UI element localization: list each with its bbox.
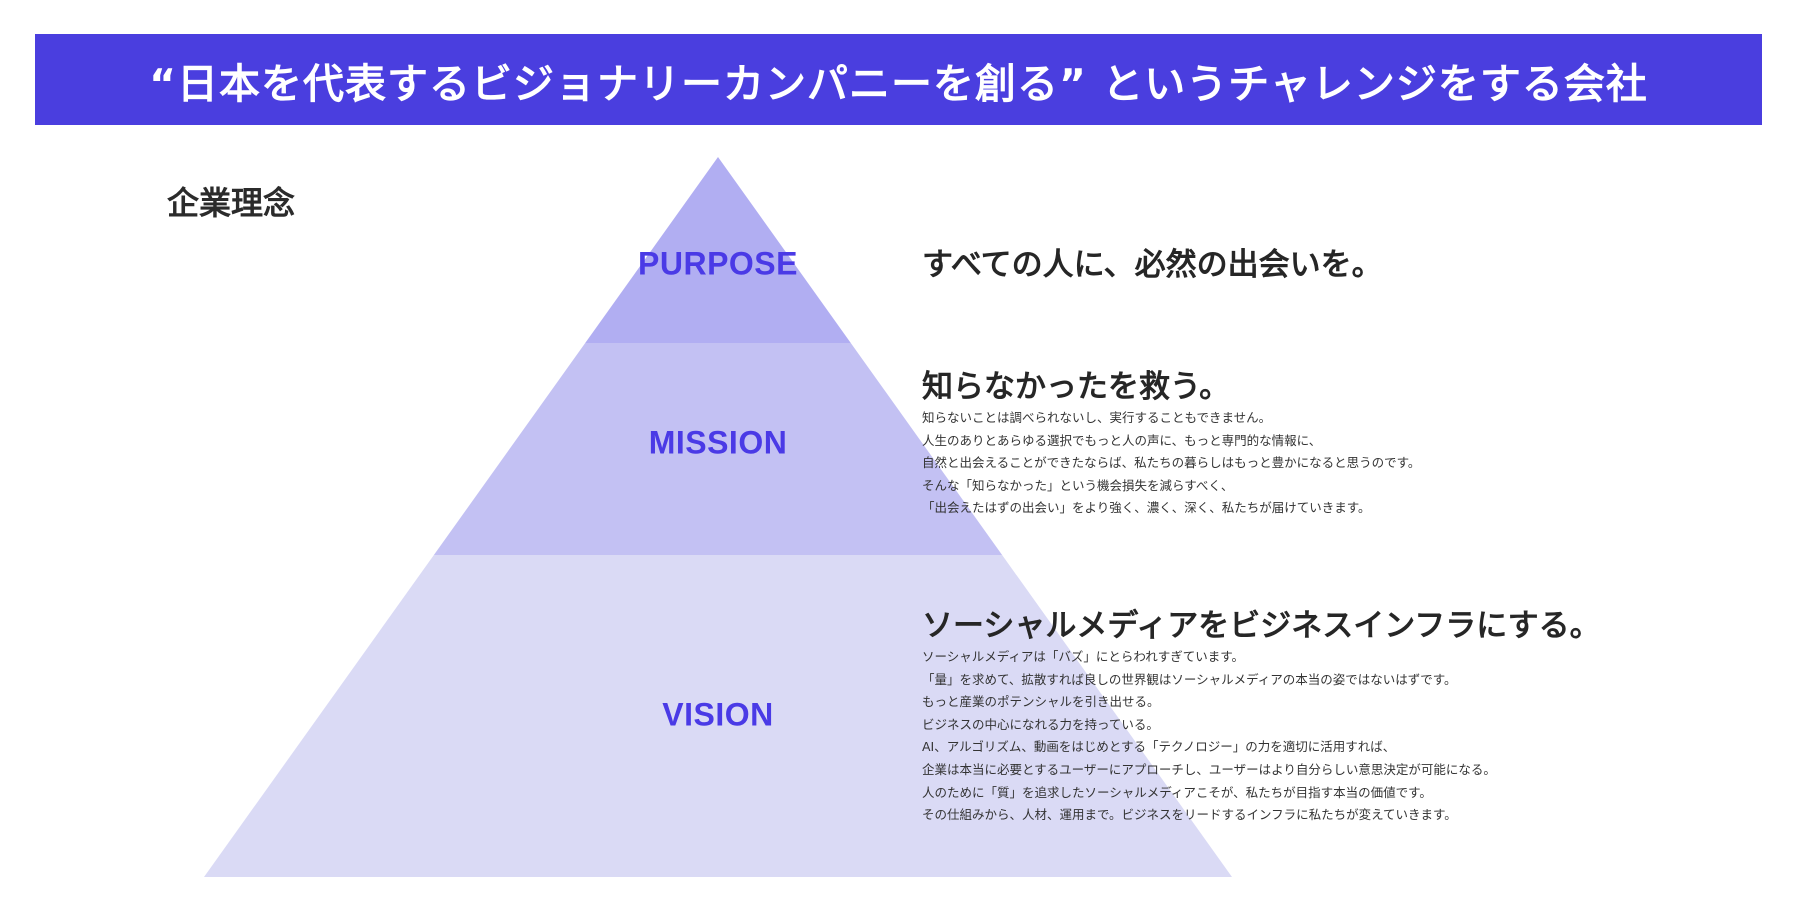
vision-body-line: ビジネスの中心になれる力を持っている。	[922, 716, 1159, 732]
vision-headline: ソーシャルメディアをビジネスインフラにする。	[922, 608, 1601, 644]
section-title: 企業理念	[167, 184, 296, 222]
tier-label-vision: VISION	[662, 696, 774, 733]
pyramid-tier-vision	[204, 555, 1232, 877]
vision-body-line: 企業は本当に必要とするユーザーにアプローチし、ユーザーはより自分らしい意思決定が…	[922, 761, 1496, 777]
vision-body-line: AI、アルゴリズム、動画をはじめとする「テクノロジー」の力を適切に活用すれば、	[922, 739, 1396, 755]
purpose-statement: すべての人に、必然の出会いを。	[922, 245, 1383, 285]
vision-body-line: 「量」を求めて、拡散すれば良しの世界観はソーシャルメディアの本当の姿ではないはず…	[922, 671, 1457, 687]
tier-label-purpose: PURPOSE	[638, 245, 798, 282]
headline-banner: “日本を代表するビジョナリーカンパニーを創る” というチャレンジをする会社	[35, 34, 1762, 125]
vision-body-line: 人のために「質」を追求したソーシャルメディアこそが、私たちが目指す本当の価値です…	[922, 784, 1432, 800]
mission-body-line: 「出会えたはずの出会い」をより強く、濃く、深く、私たちが届けていきます。	[922, 500, 1371, 516]
vision-body-line: もっと産業のポテンシャルを引き出せる。	[922, 694, 1160, 710]
vision-statement: ソーシャルメディアをビジネスインフラにする。 ソーシャルメディアは「バズ」にとら…	[922, 606, 1601, 827]
mission-headline: 知らなかったを救う。	[922, 369, 1231, 405]
tier-label-mission: MISSION	[648, 424, 788, 461]
pyramid-tier-purpose	[585, 157, 851, 343]
mission-body-line: 人生のありとあらゆる選択でもっと人の声に、もっと専門的な情報に、	[922, 432, 1322, 448]
vision-body-line: ソーシャルメディアは「バズ」にとらわれすぎています。	[922, 649, 1245, 664]
pyramid-tier-mission	[433, 343, 1003, 555]
mission-statement: 知らなかったを救う。 知らないことは調べられないし、実行することもできません。 …	[922, 367, 1420, 520]
mission-body-line: 知らないことは調べられないし、実行することもできません。	[922, 410, 1272, 425]
vision-body-line: その仕組みから、人材、運用まで。ビジネスをリードするインフラに私たちが変えていき…	[922, 807, 1457, 823]
banner-text: “日本を代表するビジョナリーカンパニーを創る” というチャレンジをする会社	[149, 59, 1648, 108]
mission-body-line: そんな「知らなかった」という機会損失を減らすべく、	[922, 477, 1234, 493]
purpose-headline: すべての人に、必然の出会いを。	[922, 247, 1383, 283]
mission-body-line: 自然と出会えることができたならば、私たちの暮らしはもっと豊かになると思うのです。	[922, 455, 1421, 471]
